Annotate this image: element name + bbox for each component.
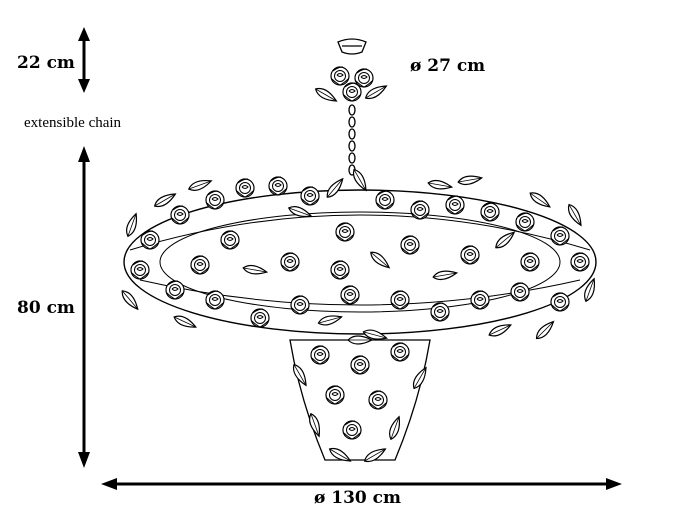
chain-height-label: 22 cm (17, 53, 75, 73)
floral-lower-cone (289, 335, 431, 466)
body-height-label: 80 cm (17, 298, 75, 318)
chain-height-arrow (78, 27, 90, 93)
body-height-arrow (78, 146, 90, 468)
chain (348, 104, 356, 176)
canopy-diameter-label: ø 27 cm (410, 56, 486, 76)
diameter-arrow (101, 478, 622, 490)
body-diameter-label: ø 130 cm (314, 488, 402, 508)
floral-body (118, 167, 599, 343)
ceiling-canopy (312, 38, 390, 106)
extensible-chain-note: extensible chain (24, 115, 122, 131)
